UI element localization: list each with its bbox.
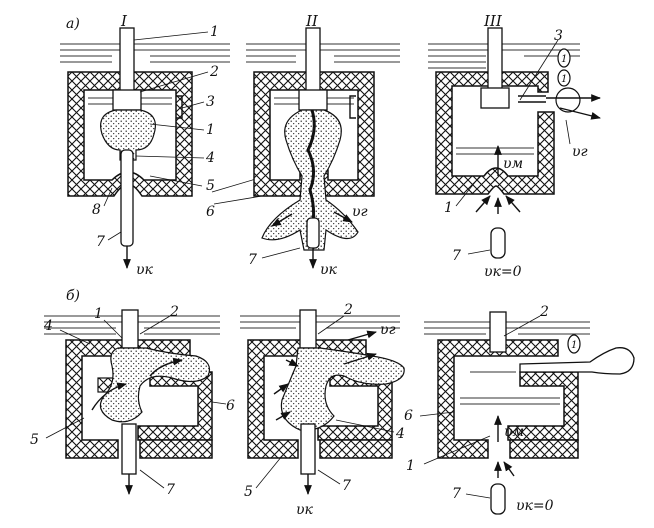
velocity-label: υк <box>296 502 314 518</box>
gas-bubble <box>557 48 571 68</box>
velocity-metal-label: υм <box>503 156 523 172</box>
callout: 5 <box>30 432 39 448</box>
callout: 1 <box>206 122 215 138</box>
callout: 6 <box>404 408 413 424</box>
velocity-label: υк <box>320 262 338 278</box>
upper-electrode <box>489 311 507 353</box>
callout: 1 <box>94 306 103 322</box>
callout: 8 <box>92 202 101 218</box>
callout: 3 <box>554 28 563 44</box>
callout: 6 <box>206 204 215 220</box>
callout: 7 <box>96 234 105 250</box>
gas-bubble <box>100 109 156 161</box>
panel-b-stage-1: 4 1 2 5 6 7 <box>30 304 235 498</box>
chamber-wall <box>435 71 555 195</box>
velocity-zero-label: υк=0 <box>516 498 554 514</box>
velocity-label: υк <box>136 262 154 278</box>
chamber-wall <box>137 371 213 441</box>
upper-electrode <box>487 27 503 91</box>
callout: 4 <box>205 150 215 166</box>
callout: 6 <box>226 398 235 414</box>
lower-electrode <box>121 423 137 475</box>
svg-text:1: 1 <box>571 340 577 351</box>
upper-electrode <box>299 309 317 349</box>
row-a-label: а) <box>66 16 80 32</box>
velocity-metal-label: υм <box>504 424 524 440</box>
water-lines <box>60 43 230 63</box>
callout: 3 <box>206 94 215 110</box>
gas-bubble <box>99 347 211 423</box>
gas-bubble <box>261 109 359 251</box>
callout: 7 <box>248 252 257 268</box>
chamber-wall <box>437 339 559 459</box>
callout: 7 <box>166 482 175 498</box>
panel-a-stage-3: 1 1 3 υг υм 1 7 υк=0 <box>428 27 601 280</box>
callout: 2 <box>343 302 353 318</box>
panel-b-stage-2: 2 υг 4 5 7 υк <box>240 302 405 518</box>
velocity-gas-label: υг <box>572 144 588 160</box>
chamber-wall <box>65 339 191 459</box>
lower-electrode <box>306 217 320 249</box>
panel-a-stage-2: 7 υк υг <box>246 27 400 278</box>
upper-electrode <box>305 27 321 95</box>
lower-electrode <box>120 149 134 247</box>
callout: 5 <box>244 484 253 500</box>
callout: 4 <box>43 318 53 334</box>
velocity-gas-label: υг <box>380 322 396 338</box>
upper-electrode <box>121 309 139 349</box>
gas-bubble <box>557 69 571 87</box>
velocity-gas-label: υг <box>352 204 368 220</box>
callout: 2 <box>209 64 219 80</box>
panel-b-stage-3: 1 υм 2 6 1 7 υк=0 <box>404 304 635 515</box>
callout: 7 <box>452 248 461 264</box>
row-b-label: б) <box>66 288 80 304</box>
stage-label-I: I <box>120 12 128 30</box>
lower-electrode <box>490 483 506 515</box>
gas-bubble <box>519 347 635 375</box>
callout: 7 <box>452 486 461 502</box>
callout: 7 <box>342 478 351 494</box>
svg-text:1: 1 <box>561 74 567 85</box>
callout: 1 <box>210 24 219 40</box>
lower-electrode <box>490 227 506 259</box>
lower-electrode <box>300 423 316 475</box>
chamber-wall <box>507 371 579 441</box>
stage-label-II: II <box>305 12 319 30</box>
gas-bubble <box>555 87 581 113</box>
callout: 5 <box>206 178 215 194</box>
callout: 1 <box>444 200 453 216</box>
upper-electrode <box>119 27 135 95</box>
callout: 2 <box>539 304 549 320</box>
stage-label-III: III <box>483 12 503 30</box>
chamber-wall <box>247 339 367 459</box>
velocity-zero-label: υк=0 <box>484 264 522 280</box>
callout: 1 <box>406 458 415 474</box>
panel-a-stage-1: 1 2 3 1 4 5 6 8 7 υк <box>60 24 267 278</box>
callout: 4 <box>395 426 405 442</box>
svg-text:1: 1 <box>561 54 567 65</box>
callout: 2 <box>169 304 179 320</box>
gas-bubble <box>567 334 581 354</box>
